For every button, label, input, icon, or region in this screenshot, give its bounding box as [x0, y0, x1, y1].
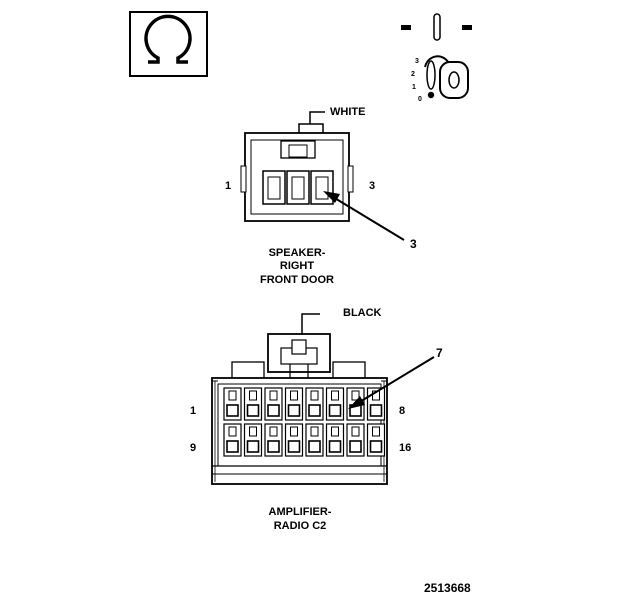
ohm-meter-icon [129, 11, 208, 77]
connector2-name-line2: RADIO C2 [274, 520, 327, 532]
connector1-color-label: WHITE [330, 106, 365, 118]
connector1-pin-left: 1 [225, 180, 231, 192]
connector2-cavity [284, 387, 304, 421]
connector2-name-line1: AMPLIFIER- [269, 506, 332, 518]
speaker-connector: WHITE 1 3 3 SPEAKER- RIGHT FRONT DOOR [225, 106, 417, 286]
connector2-cavity [305, 423, 324, 457]
connector1-name-line1: SPEAKER- [269, 247, 326, 259]
connector2-color-label: BLACK [343, 307, 382, 319]
connector2-terminals [223, 387, 386, 457]
ignition-position-2: 2 [411, 71, 415, 78]
connector2-cavity [243, 423, 263, 457]
ignition-key-switch-icon: 3 2 1 0 [401, 13, 472, 103]
connector2-cavity [223, 387, 242, 421]
connector1-name-line2: RIGHT [280, 260, 315, 272]
connector2-pin-16: 16 [399, 442, 411, 454]
ignition-position-0: 0 [418, 96, 422, 103]
connector2-cavity [325, 423, 345, 457]
connector2-pin-8: 8 [399, 405, 405, 417]
connector2-callout: 7 [436, 346, 443, 360]
connector1-callout: 3 [410, 237, 417, 251]
connector2-cavity [243, 387, 263, 421]
ignition-position-3: 3 [415, 58, 419, 65]
connector2-cavity [264, 387, 283, 421]
ignition-position-1: 1 [412, 84, 416, 91]
connector2-cavity [325, 387, 345, 421]
connector2-cavity [366, 423, 386, 457]
connector2-pin-9: 9 [190, 442, 196, 454]
connector2-pin-1: 1 [190, 405, 196, 417]
figure-number: 2513668 [424, 581, 471, 595]
connector2-cavity [223, 423, 242, 457]
connector2-cavity [346, 423, 365, 457]
connector2-cavity [305, 387, 324, 421]
connector2-cavity [366, 387, 386, 421]
connector1-name-line3: FRONT DOOR [260, 274, 334, 286]
amplifier-connector: BLACK 1 8 9 16 7 AMPLIFIER- RADIO C2 [190, 307, 443, 532]
connector1-pin-right: 3 [369, 180, 375, 192]
connector2-cavity [284, 423, 304, 457]
connector2-cavity [264, 423, 283, 457]
